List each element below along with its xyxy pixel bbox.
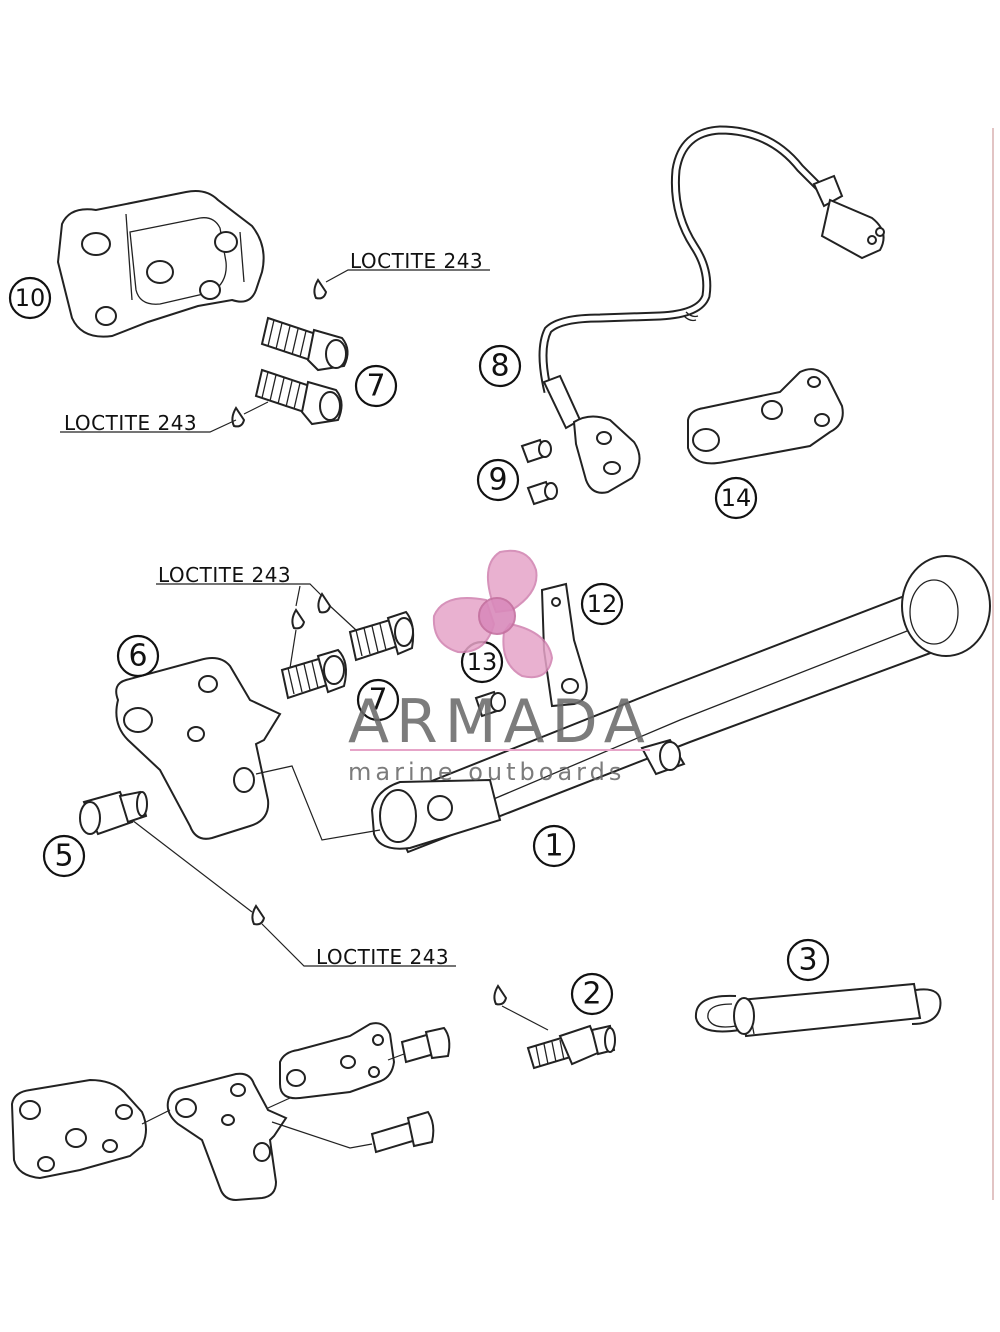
bottom-assembly-view xyxy=(10,1022,451,1202)
part-5-pivot-bolt xyxy=(79,790,148,836)
loctite-drop-icon xyxy=(313,278,328,300)
callout-5: 5 xyxy=(42,834,86,878)
leader-line xyxy=(261,923,456,967)
leader-line xyxy=(501,1005,549,1031)
svg-text:2: 2 xyxy=(582,977,601,1012)
loctite-label: LOCTITE 243 xyxy=(64,411,197,435)
propeller-logo-icon xyxy=(432,549,554,679)
loctite-label: LOCTITE 243 xyxy=(158,563,291,587)
part-7-bolt-upper xyxy=(260,316,349,372)
callout-9: 9 xyxy=(476,458,520,502)
loctite-label: LOCTITE 243 xyxy=(350,249,483,273)
svg-text:7: 7 xyxy=(368,683,387,718)
part-1-side-stand xyxy=(370,555,991,854)
part-7-bolt-middle-b xyxy=(280,648,347,700)
callout-8: 8 xyxy=(478,344,522,388)
svg-text:1: 1 xyxy=(544,829,563,864)
leader-line xyxy=(289,629,297,669)
callout-1: 1 xyxy=(532,824,576,868)
callout-13: 13 xyxy=(460,640,504,684)
watermark: ARMADA marine outboards xyxy=(348,549,652,786)
loctite-drop-icon xyxy=(291,608,306,630)
leader-line xyxy=(295,585,301,607)
leader-line xyxy=(255,765,381,841)
leader-line xyxy=(156,583,323,597)
loctite-drop-icon xyxy=(493,984,508,1006)
part-3-spring xyxy=(694,982,942,1038)
leader-line xyxy=(60,419,237,433)
svg-text:3: 3 xyxy=(798,943,817,978)
part-7-bolt-middle-a xyxy=(348,610,415,662)
part-12-switch-bracket xyxy=(540,582,588,708)
loctite-label: LOCTITE 243 xyxy=(316,945,449,969)
callout-12: 12 xyxy=(580,582,624,626)
part-14-plate xyxy=(687,368,844,465)
watermark-tagline: marine outboards xyxy=(348,758,625,786)
leader-line xyxy=(325,269,490,283)
callout-14: 14 xyxy=(714,476,758,520)
svg-text:7: 7 xyxy=(366,369,385,404)
part-10-bracket xyxy=(56,190,265,338)
callout-7-middle: 7 xyxy=(356,678,400,722)
part-2-spring-bolt xyxy=(526,1024,616,1070)
leader-line xyxy=(131,819,253,913)
callout-3: 3 xyxy=(786,938,830,982)
svg-text:9: 9 xyxy=(488,463,507,498)
callout-6: 6 xyxy=(116,634,160,678)
loctite-drop-icon xyxy=(317,592,332,614)
part-7-bolt-lower xyxy=(254,368,343,426)
svg-text:12: 12 xyxy=(587,590,618,618)
svg-text:10: 10 xyxy=(15,284,46,312)
svg-text:8: 8 xyxy=(490,349,509,384)
svg-text:13: 13 xyxy=(467,648,498,676)
part-13-screw xyxy=(474,690,506,718)
leader-line xyxy=(329,605,357,631)
watermark-brand: ARMADA xyxy=(348,687,652,757)
loctite-drop-icon xyxy=(231,406,246,428)
part-6-mount-plate xyxy=(115,657,282,840)
loctite-drop-icon xyxy=(251,904,266,926)
part-9-screws xyxy=(520,438,558,506)
svg-text:6: 6 xyxy=(128,639,147,674)
svg-text:5: 5 xyxy=(54,839,73,874)
callout-10: 10 xyxy=(8,276,52,320)
part-8-sensor-cable xyxy=(538,125,885,494)
svg-text:14: 14 xyxy=(721,484,752,512)
callout-7-upper: 7 xyxy=(354,364,398,408)
callout-2: 2 xyxy=(570,972,614,1016)
leader-line xyxy=(243,401,269,415)
